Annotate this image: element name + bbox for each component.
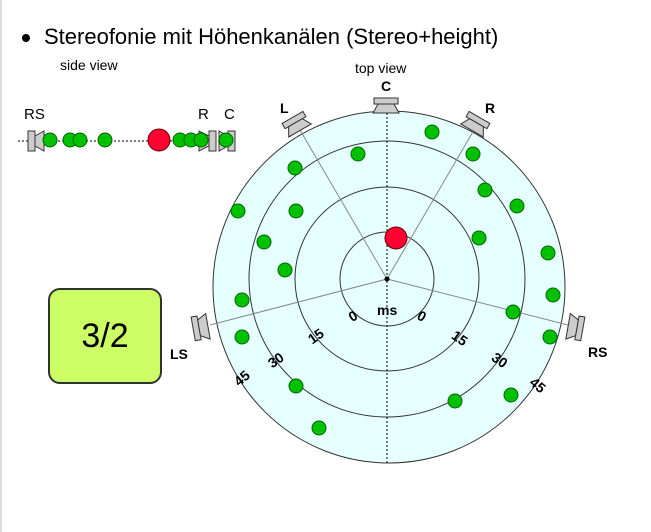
side-view xyxy=(18,128,236,152)
format-box: 3/2 xyxy=(48,288,162,384)
bullet-icon xyxy=(22,34,30,43)
top-view xyxy=(190,97,586,464)
format-label: 3/2 xyxy=(81,316,129,355)
title-text: Stereofonie mit Höhenkanälen (Stereo+hei… xyxy=(44,24,499,49)
left-border xyxy=(0,0,2,532)
side-rs-label: RS xyxy=(24,106,45,123)
speaker-icon-c xyxy=(372,97,400,114)
speaker-icon xyxy=(27,130,45,152)
speaker-icon-r xyxy=(459,110,491,138)
speaker-icon-l xyxy=(281,110,313,138)
red-source-dot xyxy=(384,226,408,250)
side-c-label: C xyxy=(224,106,235,123)
top-rs-label: RS xyxy=(588,344,608,360)
side-view-label: side view xyxy=(60,57,118,73)
unit-label: ms xyxy=(377,302,398,318)
top-c-label: C xyxy=(381,78,392,94)
top-l-label: L xyxy=(280,100,289,116)
speaker-icon-rs xyxy=(565,312,586,342)
top-r-label: R xyxy=(485,100,496,116)
red-source-dot xyxy=(147,128,171,152)
top-ls-label: LS xyxy=(170,346,188,362)
speaker-icon-ls xyxy=(190,312,211,342)
side-r-label: R xyxy=(198,106,209,123)
top-view-label: top view xyxy=(355,60,407,76)
slide-title: Stereofonie mit Höhenkanälen (Stereo+hei… xyxy=(22,24,498,50)
